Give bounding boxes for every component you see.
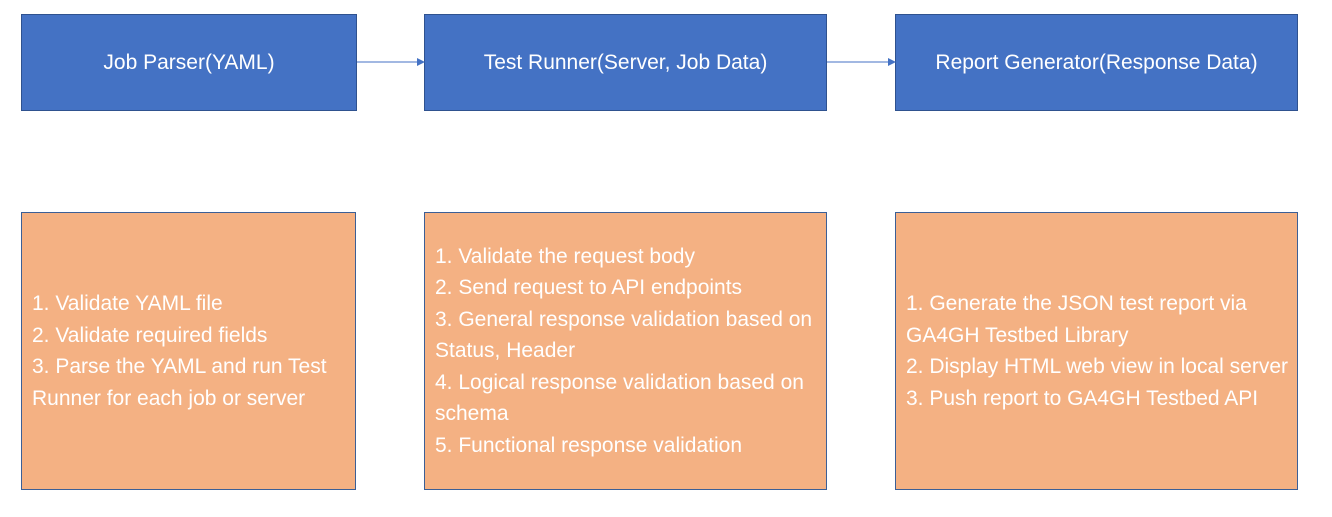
test-runner-step-list: 1. Validate the request body 2. Send req… [435,241,818,462]
job-parser-step-3: 3. Parse the YAML and run Test Runner fo… [32,355,327,410]
test-runner-title: Test Runner(Server, Job Data) [483,50,768,74]
report-generator-box: Report Generator(Response Data) [895,14,1298,111]
report-generator-step-1: 1. Generate the JSON test report via GA4… [906,292,1247,347]
job-parser-step-1: 1. Validate YAML file [32,292,223,315]
test-runner-box: Test Runner(Server, Job Data) [424,14,827,111]
test-runner-step-2: 2. Send request to API endpoints [435,276,743,300]
job-parser-box: Job Parser(YAML) [21,14,357,111]
test-runner-details: 1. Validate the request body 2. Send req… [424,212,827,490]
test-runner-step-4: 4. Logical response validation based on … [435,370,804,426]
job-parser-step-list: 1. Validate YAML file 2. Validate requir… [32,288,347,414]
report-generator-step-2: 2. Display HTML web view in local server [906,355,1289,378]
job-parser-details: 1. Validate YAML file 2. Validate requir… [21,212,356,490]
job-parser-title: Job Parser(YAML) [103,50,275,74]
report-generator-step-list: 1. Generate the JSON test report via GA4… [906,288,1289,414]
report-generator-step-3: 3. Push report to GA4GH Testbed API [906,386,1259,410]
test-runner-step-1: 1. Validate the request body [435,244,695,268]
test-runner-step-5: 5. Functional response validation [435,433,743,457]
test-runner-step-3: 3. General response validation based on … [435,307,813,363]
job-parser-step-2: 2. Validate required fields [32,323,268,347]
report-generator-title: Report Generator(Response Data) [935,50,1258,74]
report-generator-details: 1. Generate the JSON test report via GA4… [895,212,1298,490]
